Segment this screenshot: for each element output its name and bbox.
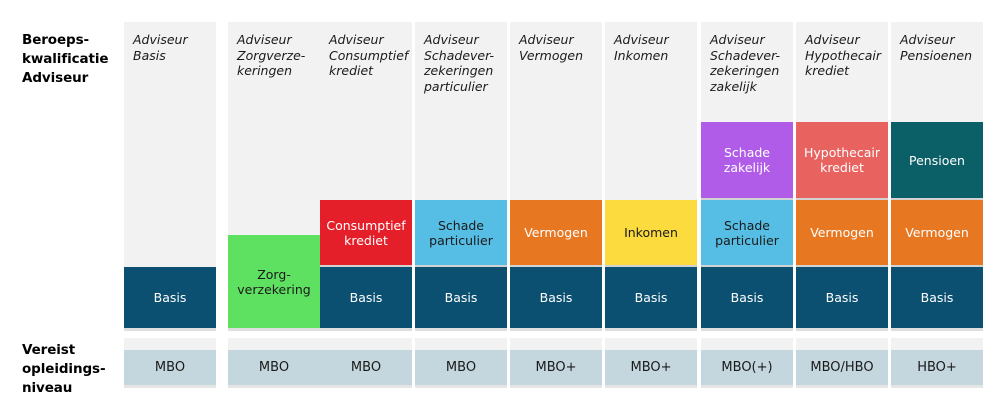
module-block[interactable]: Basis bbox=[891, 267, 983, 328]
module-block[interactable]: Vermogen bbox=[510, 200, 602, 265]
education-level-block[interactable]: MBO/HBO bbox=[796, 350, 888, 385]
column-title: Adviseur Schadever- zekeringen zakelijk bbox=[710, 32, 781, 94]
module-block[interactable]: Schade particulier bbox=[701, 200, 793, 265]
module-block[interactable]: Inkomen bbox=[605, 200, 697, 265]
column-title: Adviseur Consumptief krediet bbox=[329, 32, 409, 78]
column-title: Adviseur Schadever- zekeringen particuli… bbox=[424, 32, 495, 94]
module-block[interactable]: Schade particulier bbox=[415, 200, 507, 265]
education-level-block[interactable]: MBO bbox=[228, 350, 320, 385]
education-level-block[interactable]: MBO+ bbox=[605, 350, 697, 385]
module-block[interactable]: Zorg- verzekering bbox=[228, 235, 320, 328]
column-title: Adviseur Vermogen bbox=[519, 32, 584, 63]
module-block[interactable]: Vermogen bbox=[796, 200, 888, 265]
module-block[interactable]: Consumptief krediet bbox=[320, 200, 412, 265]
education-level-block[interactable]: MBO bbox=[415, 350, 507, 385]
module-block[interactable]: Schade zakelijk bbox=[701, 122, 793, 198]
column-title: Adviseur Inkomen bbox=[614, 32, 669, 63]
module-block[interactable]: Pensioen bbox=[891, 122, 983, 198]
module-block[interactable]: Hypothecair krediet bbox=[796, 122, 888, 198]
education-level-block[interactable]: MBO+ bbox=[510, 350, 602, 385]
education-level-block[interactable]: MBO(+) bbox=[701, 350, 793, 385]
module-block[interactable]: Basis bbox=[415, 267, 507, 328]
column-title: Adviseur Zorgverze- keringen bbox=[237, 32, 306, 78]
module-block[interactable]: Basis bbox=[320, 267, 412, 328]
module-block[interactable]: Basis bbox=[510, 267, 602, 328]
education-level-block[interactable]: HBO+ bbox=[891, 350, 983, 385]
column-title: Adviseur Basis bbox=[133, 32, 188, 63]
module-block[interactable]: Vermogen bbox=[891, 200, 983, 265]
module-block[interactable]: Basis bbox=[701, 267, 793, 328]
row-label-education: Vereist opleidings- niveau bbox=[22, 342, 106, 396]
row-label-qualification: Beroeps- kwalificatie Adviseur bbox=[22, 32, 109, 86]
module-block[interactable]: Basis bbox=[605, 267, 697, 328]
column-title: Adviseur Hypothecair krediet bbox=[805, 32, 882, 78]
column-title: Adviseur Pensioenen bbox=[900, 32, 973, 63]
module-block[interactable]: Basis bbox=[796, 267, 888, 328]
education-level-block[interactable]: MBO bbox=[320, 350, 412, 385]
module-block[interactable]: Basis bbox=[124, 267, 216, 328]
education-level-block[interactable]: MBO bbox=[124, 350, 216, 385]
qualification-column[interactable]: Adviseur Schadever- zekeringen particuli… bbox=[415, 22, 507, 385]
